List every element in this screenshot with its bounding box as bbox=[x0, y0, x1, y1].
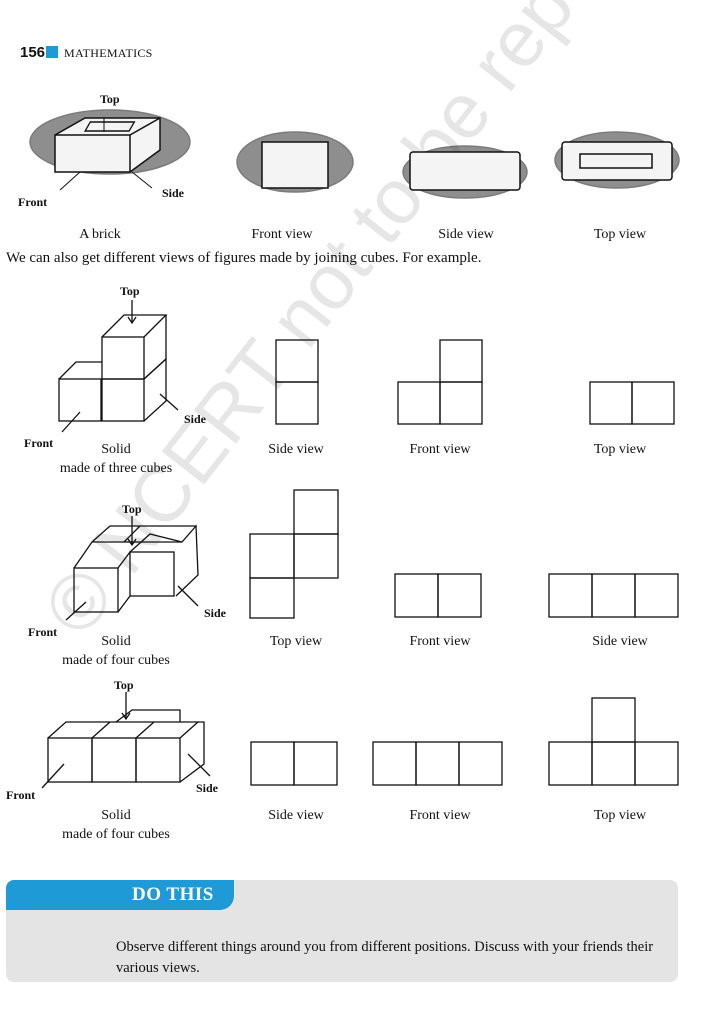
fig3-view-caption-1: Side view bbox=[268, 808, 324, 823]
fig1-solid-caption-2: made of three cubes bbox=[59, 461, 173, 476]
brick-top-label: Top bbox=[100, 92, 120, 106]
fig2-solid-caption-2: made of four cubes bbox=[62, 653, 170, 668]
brick-front-view-caption: Front view bbox=[251, 227, 313, 242]
fig2-view-caption-2: Front view bbox=[409, 634, 471, 649]
three-cubes-side-view bbox=[275, 339, 319, 425]
fig1-view-caption-3: Top view bbox=[593, 442, 647, 457]
brick-top-view-caption: Top view bbox=[593, 227, 647, 242]
brick-caption: A brick bbox=[79, 227, 121, 242]
figure-2-drawings bbox=[65, 489, 679, 621]
fig2-view-caption-3: Side view bbox=[592, 634, 648, 649]
page-number: 156 bbox=[20, 44, 46, 61]
do-this-title: DO THIS bbox=[132, 884, 214, 905]
figure-1-drawings bbox=[58, 300, 675, 433]
brick-illustrations bbox=[29, 109, 680, 199]
intro-text: We can also get different views of figur… bbox=[6, 250, 482, 266]
fig3-front-label: Front bbox=[6, 788, 36, 802]
fig1-solid-caption: Solid bbox=[101, 442, 131, 457]
figure-3-drawings bbox=[41, 692, 679, 789]
fig1-view-caption-2: Front view bbox=[409, 442, 471, 457]
fig2-side-label: Side bbox=[204, 606, 227, 620]
solid-three-cubes bbox=[58, 300, 179, 433]
four-cubes-a-front-view bbox=[394, 573, 482, 618]
header-square-icon bbox=[46, 46, 58, 58]
brick-side-view-caption: Side view bbox=[438, 227, 494, 242]
three-cubes-front-view bbox=[397, 339, 483, 425]
fig3-view-caption-3: Top view bbox=[593, 808, 647, 823]
four-cubes-a-side-view bbox=[548, 573, 679, 618]
brick-solid-illustration bbox=[29, 109, 191, 191]
fig3-view-caption-2: Front view bbox=[409, 808, 471, 823]
fig1-front-label: Front bbox=[24, 436, 54, 450]
solid-four-cubes-b bbox=[41, 692, 211, 789]
four-cubes-a-top-view bbox=[249, 489, 339, 619]
solid-four-cubes-a bbox=[65, 516, 199, 621]
fig3-solid-caption-2: made of four cubes bbox=[62, 827, 170, 842]
book-title: MATHEMATICS bbox=[64, 46, 153, 60]
brick-front-view-illustration bbox=[236, 131, 354, 193]
do-this-tab: DO THIS bbox=[6, 880, 234, 910]
fig2-view-caption-1: Top view bbox=[269, 634, 323, 649]
fig3-solid-caption: Solid bbox=[101, 808, 131, 823]
fig3-side-label: Side bbox=[196, 781, 219, 795]
four-cubes-b-front-view bbox=[372, 741, 503, 786]
four-cubes-b-side-view bbox=[250, 741, 338, 786]
brick-side-label: Side bbox=[162, 186, 185, 200]
fig1-side-label: Side bbox=[184, 412, 207, 426]
fig3-top-label: Top bbox=[114, 678, 134, 692]
three-cubes-top-view bbox=[589, 381, 675, 425]
fig2-front-label: Front bbox=[28, 625, 58, 639]
brick-side-view-illustration bbox=[402, 145, 528, 199]
fig1-view-caption-1: Side view bbox=[268, 442, 324, 457]
do-this-text: Observe different things around you from… bbox=[116, 939, 654, 976]
fig2-solid-caption: Solid bbox=[101, 634, 131, 649]
four-cubes-b-top-view bbox=[548, 697, 679, 786]
fig1-top-label: Top bbox=[120, 284, 140, 298]
brick-front-label: Front bbox=[18, 195, 48, 209]
fig2-top-label: Top bbox=[122, 502, 142, 516]
brick-top-view-illustration bbox=[554, 131, 680, 189]
